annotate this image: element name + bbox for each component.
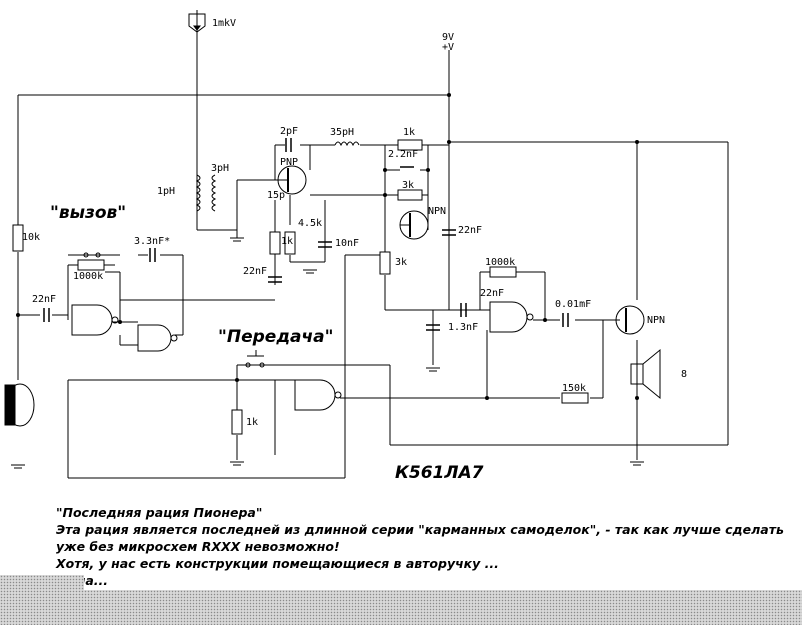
- label-c-3-3nf: 3.3nF*: [134, 236, 170, 247]
- label-source: 1mkV: [212, 18, 236, 29]
- label-c-1-3nf: 1.3nF: [448, 322, 478, 333]
- caption-line-2: Эта рация является последней из длинной …: [56, 522, 784, 537]
- dither-overlay-notch: [0, 575, 84, 591]
- antenna-source-icon: [188, 13, 206, 33]
- transistor-pnp-icon: [277, 165, 307, 195]
- transistor-npn-out-icon: [615, 305, 645, 335]
- label-c-22nf-mid: 22nF: [243, 266, 267, 277]
- label-r-150k: 150k: [562, 383, 586, 394]
- ground-icon: [11, 237, 644, 469]
- dither-overlay: [0, 590, 802, 625]
- microphone-icon: [4, 383, 35, 427]
- label-speaker-num: 8: [681, 369, 687, 380]
- label-r-1000k-right: 1000k: [485, 257, 515, 268]
- label-r-10k: 10k: [22, 232, 40, 243]
- label-r-3k-b: 3k: [395, 257, 407, 268]
- label-r-1000k-left: 1000k: [73, 271, 103, 282]
- label-npn-out: NPN: [647, 315, 665, 326]
- label-c-22nf-gate: 22nF: [480, 288, 504, 299]
- label-l-35ph: 35pH: [330, 127, 354, 138]
- caption-line-3: уже без микросхем RXXX невозможно!: [56, 539, 340, 554]
- label-c-22nf-right: 22nF: [458, 225, 482, 236]
- caption-line-4: Хотя, у нас есть конструкции помещающиес…: [56, 556, 499, 571]
- label-l-3ph: 3pH: [211, 163, 229, 174]
- label-r-4-5k: 4.5k: [298, 218, 322, 229]
- label-c-15p: 15p: [267, 190, 285, 201]
- label-call: "вызов": [50, 203, 126, 223]
- caption-block: "Последняя рация Пионера" Эта рация явля…: [56, 504, 796, 589]
- transistor-npn-icon: [399, 210, 429, 240]
- label-r-3k-a: 3k: [402, 180, 414, 191]
- label-transmit: "Передача": [218, 327, 334, 347]
- caption-line-1: "Последняя рация Пионера": [56, 505, 263, 520]
- label-supply-plus: +V: [442, 42, 454, 53]
- switch-icon: [83, 252, 265, 368]
- label-r-1k-low: 1k: [246, 417, 258, 428]
- label-supply-v: 9V: [442, 32, 454, 43]
- label-c-2-2nf: 2.2nF: [388, 149, 418, 160]
- label-c-10nf: 10nF: [335, 238, 359, 249]
- label-pnp: PNP: [280, 157, 298, 168]
- label-r-1k-mid: 1k: [281, 236, 293, 247]
- label-chip: К561ЛА7: [395, 463, 484, 483]
- label-c-0-01mf: 0.01mF: [555, 299, 591, 310]
- speaker-icon: [630, 348, 661, 400]
- label-c-2pf: 2pF: [280, 126, 298, 137]
- label-l-1ph: 1pH: [157, 186, 175, 197]
- label-npn-upper: NPN: [428, 206, 446, 217]
- label-c-22nf-left: 22nF: [32, 294, 56, 305]
- caption-line-5: Одна...: [56, 572, 796, 589]
- label-r-1k-top: 1k: [403, 127, 415, 138]
- and-gate-icon: [71, 301, 534, 411]
